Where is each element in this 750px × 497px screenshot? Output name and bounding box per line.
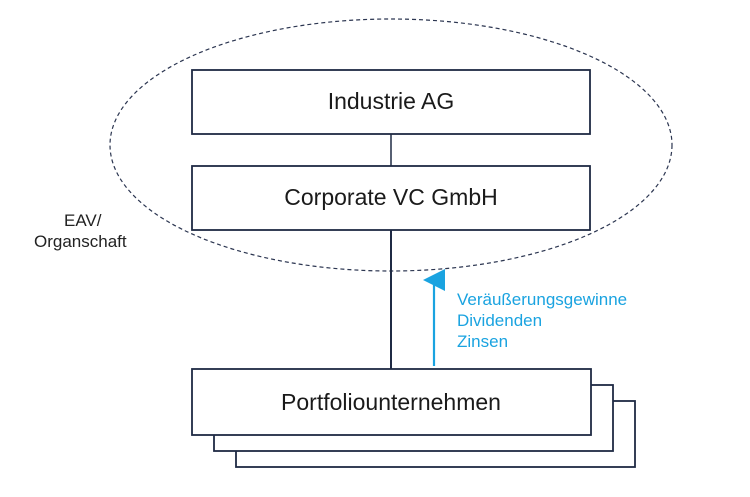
node-corporate-vc-box bbox=[191, 165, 591, 231]
flow-label-capital-gains: Veräußerungsgewinne bbox=[457, 290, 627, 309]
node-industrie-ag-label: Industrie AG bbox=[328, 88, 455, 114]
node-industrie-ag-box bbox=[191, 69, 591, 135]
group-label-line1: EAV/ bbox=[64, 211, 102, 230]
flow-label-interest: Zinsen bbox=[457, 332, 508, 351]
node-industrie-ag: Industrie AG bbox=[191, 69, 591, 135]
flow-label-dividends: Dividenden bbox=[457, 311, 542, 330]
node-portfolio-label: Portfoliounternehmen bbox=[281, 389, 501, 415]
group-label-line2: Organschaft bbox=[34, 232, 127, 251]
node-portfolio-box bbox=[191, 368, 592, 436]
node-corporate-vc-label: Corporate VC GmbH bbox=[284, 184, 497, 210]
node-portfolio-stack: Portfoliounternehmen bbox=[191, 368, 636, 468]
node-corporate-vc: Corporate VC GmbH bbox=[191, 165, 591, 231]
